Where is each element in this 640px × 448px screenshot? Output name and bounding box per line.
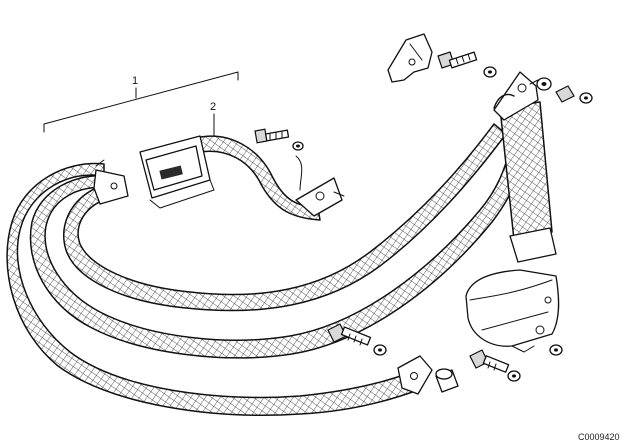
spacer-sleeve (435, 368, 459, 393)
washer-retractor (549, 344, 563, 356)
shoulder-belt-strap (63, 123, 507, 312)
washer-upper-set (529, 77, 593, 104)
bolt-lower-left (327, 323, 387, 356)
diagram-reference-number: C0009420 (578, 432, 620, 442)
bolt-upper (437, 51, 497, 78)
buckle-assembly (139, 135, 321, 221)
callout-2-leader: 2 (210, 101, 216, 137)
callout-1-bracket: 1 (43, 71, 239, 133)
retractor-strap (499, 101, 553, 241)
retractor-housing (465, 227, 560, 353)
callout-1-label: 1 (132, 75, 138, 87)
strap-end-plate-left (93, 159, 129, 205)
bolt-lower-right (469, 349, 521, 382)
upper-anchor-plate (493, 71, 539, 121)
lower-anchor-plate (397, 355, 433, 395)
upper-cover-bracket (387, 33, 433, 83)
buckle-bracket (295, 155, 345, 217)
callout-2-label: 2 (210, 101, 216, 113)
bolt-buckle (254, 128, 304, 151)
